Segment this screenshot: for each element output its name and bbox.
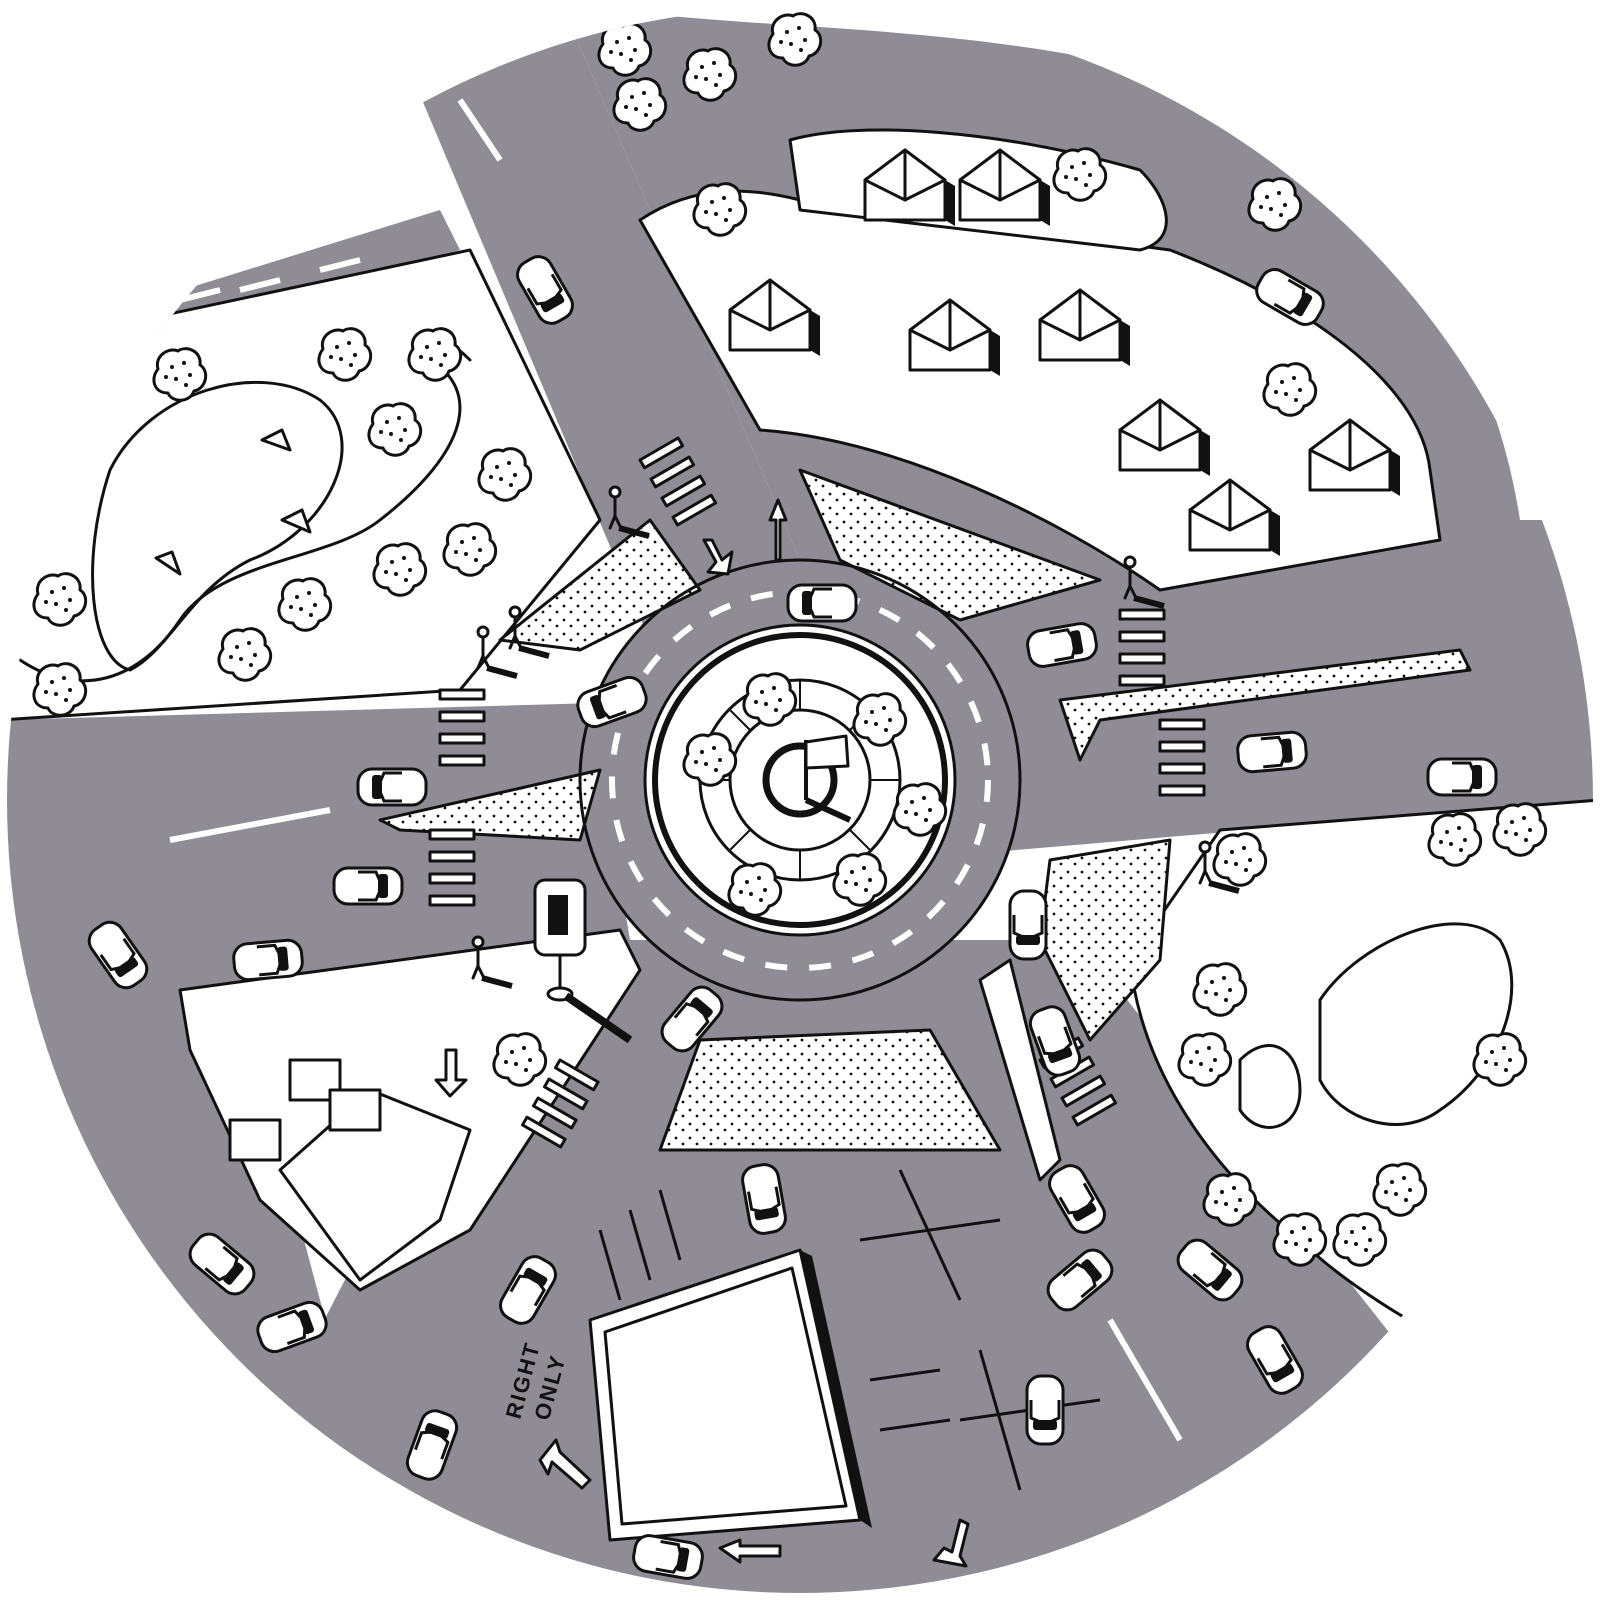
flag-icon — [804, 734, 852, 823]
mall-building — [588, 1248, 872, 1542]
lot-southwest — [178, 928, 642, 1292]
gas-station-sign-icon — [533, 878, 633, 1044]
arrow-icon — [434, 498, 970, 1568]
boat-icon — [154, 428, 312, 576]
traffic-islands — [378, 468, 1472, 1182]
car-icon — [332, 866, 404, 906]
car-icon — [1426, 757, 1498, 797]
parking-lines — [598, 1169, 1101, 1491]
car-icon — [231, 937, 305, 983]
gas-station — [228, 1058, 382, 1162]
car-icon — [1008, 889, 1048, 961]
car-icon — [356, 767, 428, 807]
car-icon — [786, 583, 858, 623]
car-icon — [1235, 729, 1309, 775]
car-icon — [1025, 1374, 1065, 1446]
lane-markings — [169, 98, 1183, 1442]
